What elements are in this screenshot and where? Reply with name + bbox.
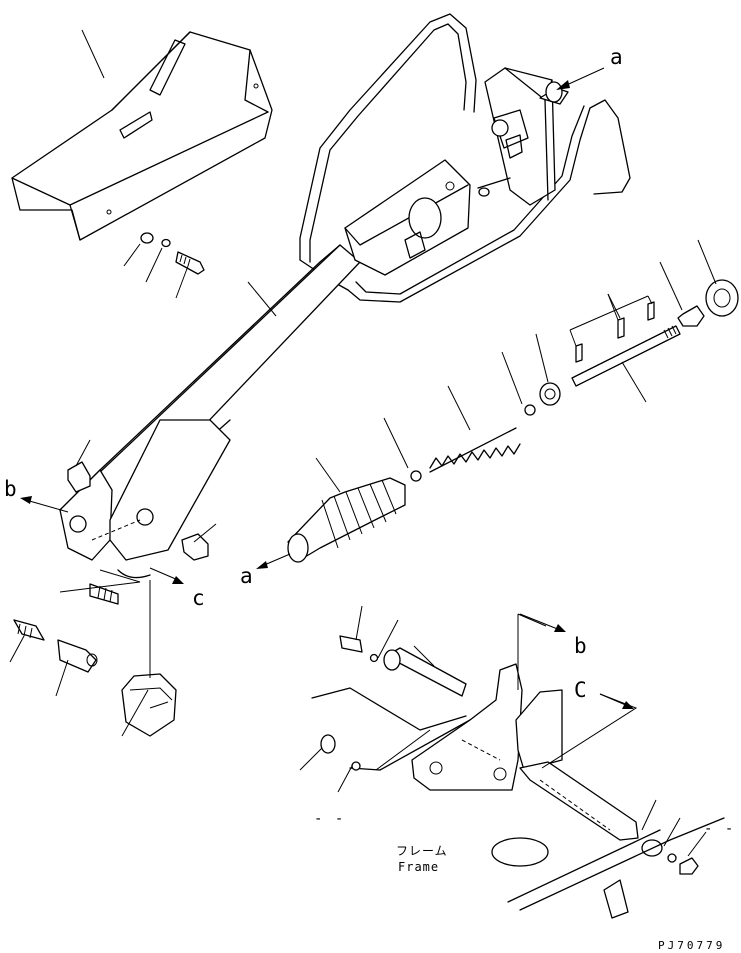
frame-label-en: Frame <box>398 860 440 874</box>
blank-callout-left: - - <box>314 811 346 827</box>
main-arm <box>59 159 471 579</box>
bottom-bracket <box>311 635 725 919</box>
ref-label-b-left: b <box>4 477 17 501</box>
cover-plate <box>11 31 273 241</box>
ref-label-c-right: C <box>574 678 587 702</box>
ref-label-a-top: a <box>610 45 623 69</box>
blank-callout-right: - - <box>704 821 736 837</box>
rear-bracket <box>477 67 569 206</box>
ref-label-a-bottom: a <box>240 564 253 588</box>
reference-arrows <box>20 67 634 709</box>
rod-spring-assembly <box>287 279 739 563</box>
handle-frame <box>299 13 631 303</box>
left-loose-parts <box>13 461 209 737</box>
ref-label-c-left: c <box>192 586 205 610</box>
ref-label-b-right: b <box>574 634 587 658</box>
cover-fasteners <box>140 232 205 275</box>
frame-label-jp: フレーム <box>396 844 448 858</box>
drawing-code: PJ70779 <box>658 939 726 952</box>
